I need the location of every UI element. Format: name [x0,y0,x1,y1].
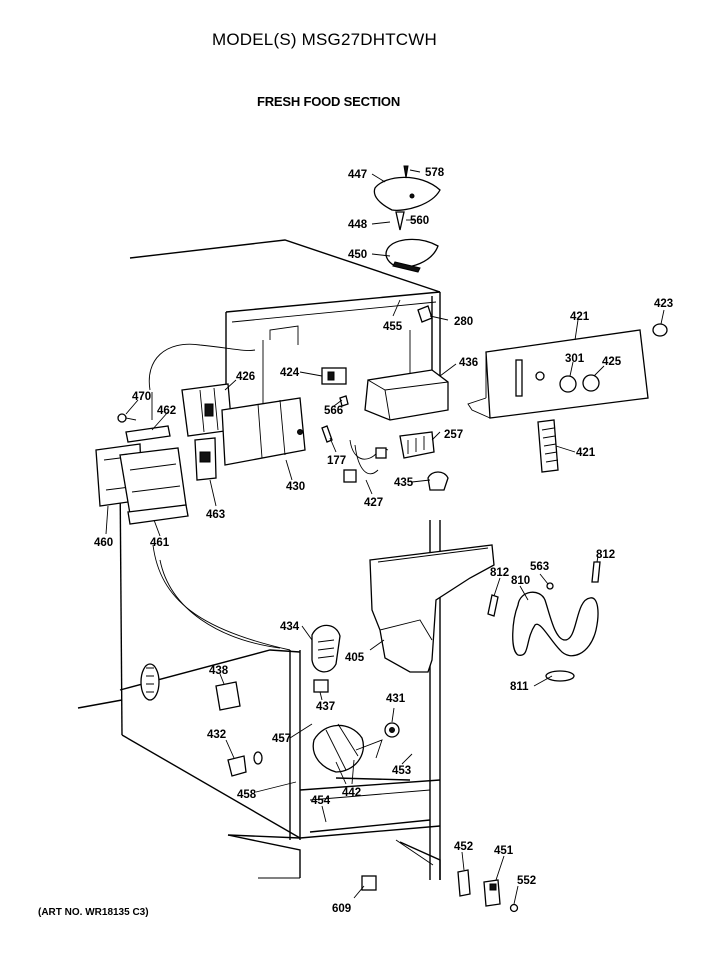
connector-437 [313,679,329,693]
callout-448: 448 [348,219,368,231]
callout-458: 458 [237,789,257,801]
control-housing-461 [119,447,189,525]
callout-560: 560 [410,215,429,227]
callout-431: 431 [386,693,406,705]
callout-810: 810 [511,575,530,587]
screw-560 [395,211,405,231]
art-number: (ART NO. WR18135 C3) [38,907,149,918]
callout-450: 450 [348,249,367,261]
callout-460: 460 [94,537,113,549]
harness-427 [343,439,389,483]
plug-812-right [591,561,601,583]
knob-423 [652,323,668,337]
cabinet-outline [77,239,441,880]
callout-434: 434 [280,621,300,633]
clip-280 [417,305,433,323]
plug-812-left [487,594,499,617]
leader-lines [105,169,665,905]
section-subtitle: FRESH FOOD SECTION [257,94,401,109]
switch-424 [321,367,347,385]
hinge-451 [483,879,501,907]
callout-455: 455 [383,321,403,333]
callout-280: 280 [454,316,473,328]
clip-435 [427,471,449,491]
callout-438: 438 [209,665,229,677]
callout-812-left: 812 [490,567,509,579]
callout-421-lightbar: 421 [576,447,596,459]
socket-432 [227,751,263,777]
grille-434 [311,624,341,673]
clip-563 [546,582,554,590]
callout-424: 424 [280,367,300,379]
callout-426: 426 [236,371,255,383]
damper-cover-447 [373,176,441,211]
callout-427: 427 [364,497,383,509]
callout-442: 442 [342,787,361,799]
callout-421-panel: 421 [570,311,590,323]
callout-811: 811 [510,681,529,693]
callout-labels: 447 578 448 560 450 455 280 421 423 301 … [94,167,673,915]
callout-177: 177 [327,455,346,467]
bulb-431 [384,722,400,738]
callout-257: 257 [444,429,463,441]
callout-453: 453 [392,765,411,777]
callout-452: 452 [454,841,473,853]
screw-566 [339,395,349,407]
callout-552: 552 [517,875,536,887]
callout-405: 405 [345,652,365,664]
housing-436 [364,369,449,421]
callout-437: 437 [316,701,335,713]
bracket-426 [181,383,233,437]
screw-578 [403,165,409,179]
callout-461: 461 [150,537,170,549]
callout-436: 436 [459,357,478,369]
callout-447: 447 [348,169,367,181]
callout-301: 301 [565,353,585,365]
diagram-title: MODEL(S) MSG27DHTCWH [212,30,438,49]
callout-563: 563 [530,561,549,573]
callout-430: 430 [286,481,305,493]
callout-463: 463 [206,509,225,521]
cover-463 [194,437,217,481]
switch-438 [215,681,241,711]
thermistor-257 [399,431,435,459]
screw-470 [117,413,137,423]
callout-578: 578 [425,167,445,179]
callout-470: 470 [132,391,151,403]
callout-609: 609 [332,903,351,915]
callout-432: 432 [207,729,226,741]
screw-177 [321,425,333,443]
bracket-462 [125,425,171,443]
evaporator-cover-405 [369,544,495,673]
callout-425: 425 [602,356,622,368]
screw-552 [509,903,519,913]
damper-442 [312,723,383,773]
heater-810 [512,591,599,657]
callout-812-right: 812 [596,549,615,561]
callout-454: 454 [311,795,331,807]
light-bar-421 [537,419,559,473]
bumper-609 [361,875,377,891]
mount-430 [221,397,306,466]
clip-811 [545,670,575,682]
panel-421 [467,329,649,419]
callout-435: 435 [394,477,414,489]
bracket-452 [457,869,471,897]
callout-462: 462 [157,405,176,417]
callout-457: 457 [272,733,291,745]
callout-423: 423 [654,298,673,310]
callout-451: 451 [494,845,514,857]
callout-566: 566 [324,405,343,417]
damper-450 [385,238,439,273]
